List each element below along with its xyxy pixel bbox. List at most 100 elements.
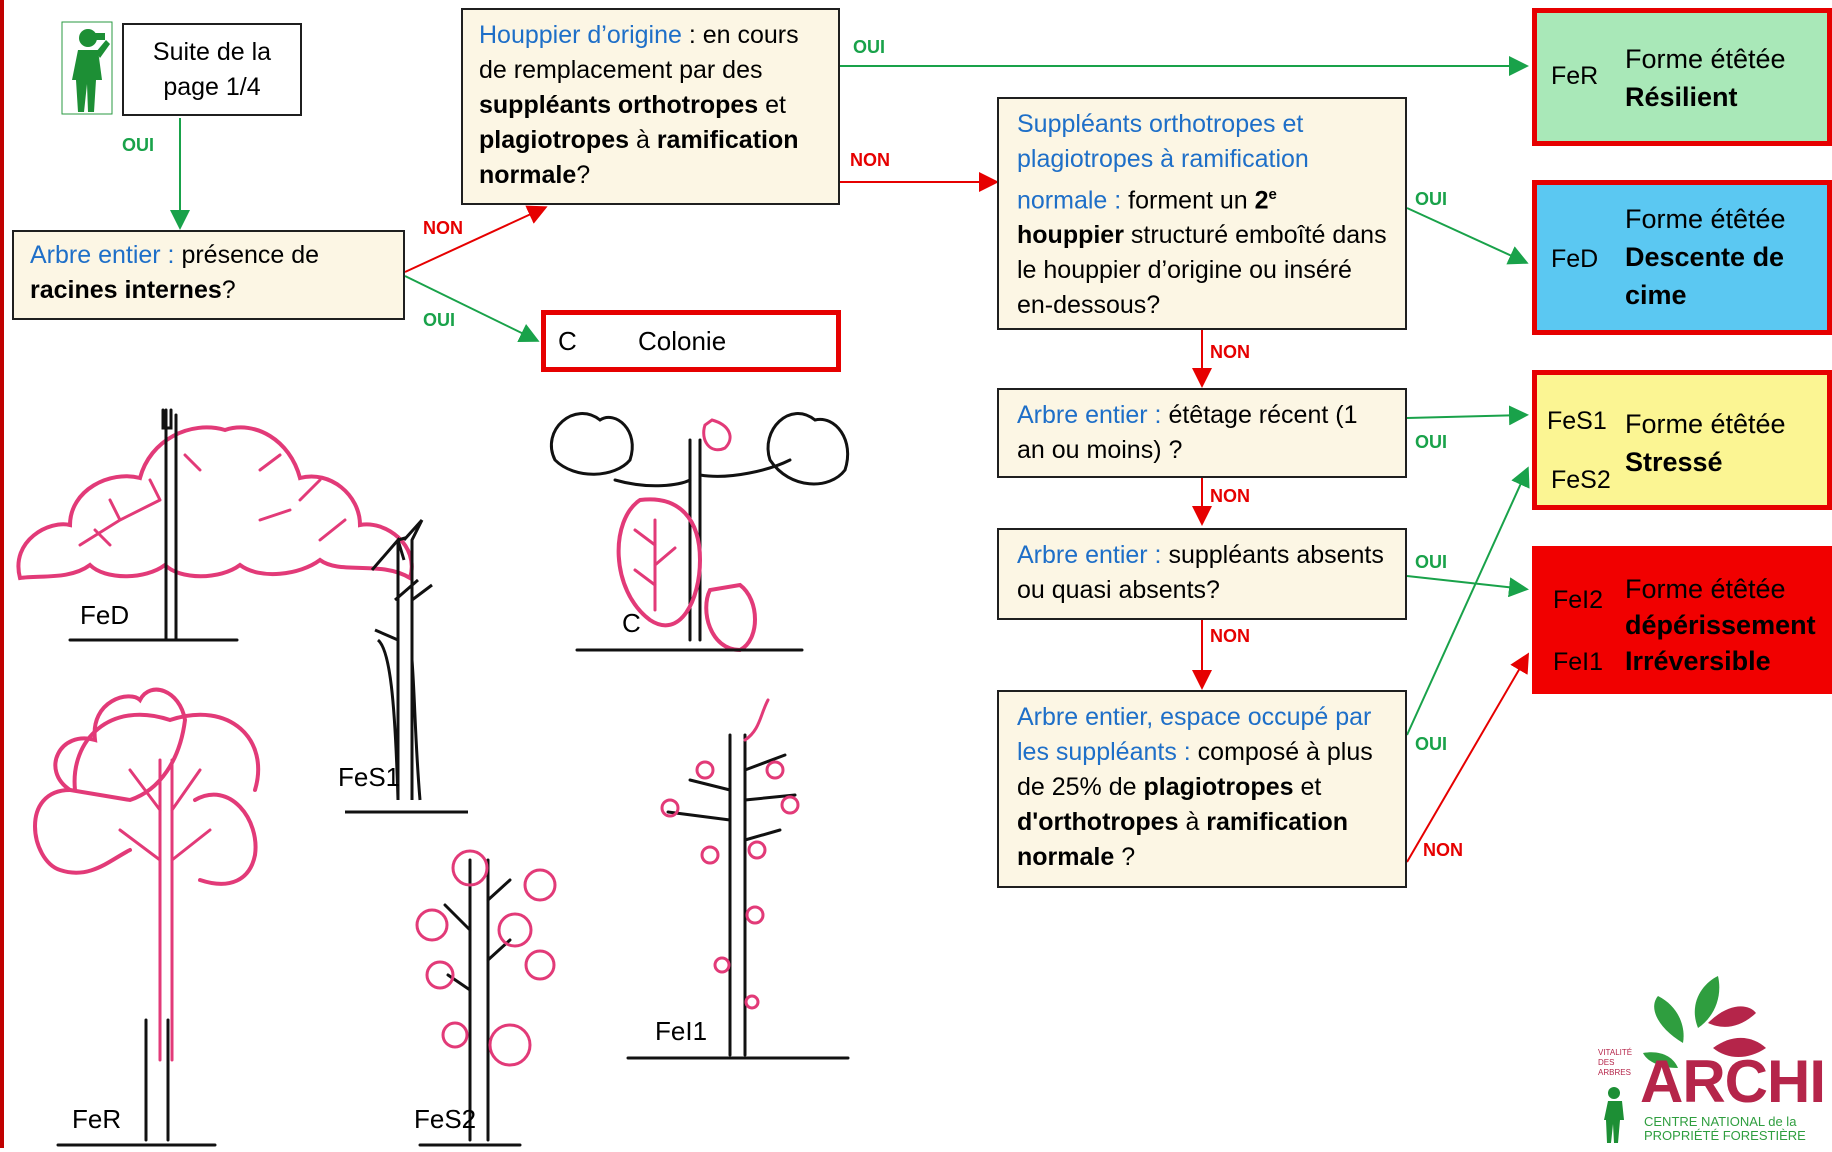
fes-code-1: FeS1 xyxy=(1547,407,1607,435)
start-box: Suite de la page 1/4 xyxy=(122,23,302,116)
q5-prefix: Arbre entier : xyxy=(1017,541,1169,569)
q3-sup: e xyxy=(1268,186,1277,203)
fer-code: FeR xyxy=(1551,62,1599,90)
logo-name: ARCHI xyxy=(1640,1048,1826,1115)
label-oui-q1: OUI xyxy=(423,310,456,330)
label-non-q2: NON xyxy=(850,150,890,170)
tree-colonie xyxy=(549,412,850,653)
label-oui-q4: OUI xyxy=(1415,432,1448,452)
tree-label-fei1: FeI1 xyxy=(655,1016,708,1046)
question-espace-occupe: Arbre entier, espace occupé par les supp… xyxy=(997,690,1407,888)
q6-bold-1: plagiotropes xyxy=(1143,773,1294,801)
arrow-q1-non xyxy=(404,205,548,273)
fei-line-1: Forme étêtée xyxy=(1625,574,1786,604)
label-non-q4: NON xyxy=(1210,486,1250,506)
q1-prefix: Arbre entier : xyxy=(30,241,182,269)
q6-text-2: et xyxy=(1293,773,1322,801)
fes-line-1: Forme étêtée xyxy=(1625,409,1786,439)
arrow-q1-oui xyxy=(404,275,540,342)
fer-line-2: Résilient xyxy=(1625,82,1738,112)
arrow-q6-non xyxy=(1406,652,1530,863)
fei-code-1: FeI2 xyxy=(1553,586,1604,614)
fes-line-2: Stressé xyxy=(1625,447,1723,477)
tree-fei1 xyxy=(626,698,850,1060)
q3-bold-1: 2 xyxy=(1254,186,1269,215)
fei-code-2: FeI1 xyxy=(1553,648,1604,676)
q1-text-2: ? xyxy=(221,276,236,304)
question-racines-internes: Arbre entier : présence de racines inter… xyxy=(12,230,405,320)
tree-fes2 xyxy=(415,849,557,1147)
tree-label-c: C xyxy=(622,608,641,638)
label-non-q3: NON xyxy=(1210,342,1250,362)
q2-text-3: à xyxy=(629,126,657,154)
q2-prefix: Houppier d’origine xyxy=(479,21,682,49)
arrow-q3-oui xyxy=(1406,207,1529,265)
q2-bold-3: ramification normale xyxy=(479,126,799,189)
q1-bold-1: racines internes xyxy=(30,276,222,304)
start-line-2: page 1/4 xyxy=(163,73,261,101)
arrow-q4-oui xyxy=(1406,405,1529,426)
q6-prefix: Arbre entier, espace occupé par les supp… xyxy=(1017,703,1372,766)
q3-text-2: structuré emboîté dans le houppier d’ori… xyxy=(1017,221,1387,320)
tree-fes1 xyxy=(345,518,468,814)
q6-text-3: à xyxy=(1178,808,1207,836)
q1-text-1: présence de xyxy=(181,241,320,269)
question-deuxieme-houppier: Suppléants orthotropes et plagiotropes à… xyxy=(997,97,1407,330)
logo-line-2: PROPRIÉTÉ FORESTIÈRE xyxy=(1644,1128,1806,1143)
label-non-q1: NON xyxy=(423,218,463,238)
q6-text-4: ? xyxy=(1114,843,1136,871)
q6-bold-2: d'orthotropes xyxy=(1017,808,1179,836)
arrow-q5-oui xyxy=(1406,575,1529,598)
archi-logo: VITALITÉ DES ARBRES ARCHI CENTRE NATIONA… xyxy=(1588,968,1826,1148)
label-oui-start: OUI xyxy=(122,135,155,155)
logo-small-text: VITALITÉ DES ARBRES xyxy=(1598,1048,1633,1077)
fed-line-1: Forme étêtée xyxy=(1625,204,1786,234)
tree-label-fer: FeR xyxy=(72,1104,122,1134)
fei-line-2: dépérissement xyxy=(1625,610,1816,640)
q2-text-2: et xyxy=(758,91,786,119)
q2-bold-1: suppléants orthotropes xyxy=(479,91,759,119)
q6-text-1: composé à plus de 25% de xyxy=(1017,738,1373,801)
fed-code: FeD xyxy=(1551,245,1599,273)
tree-label-fes2: FeS2 xyxy=(414,1104,477,1134)
colonie-code: C xyxy=(558,326,577,356)
fer-line-1: Forme étêtée xyxy=(1625,44,1786,74)
q5-text-1: suppléants absents ou quasi absents? xyxy=(1017,541,1384,604)
leaf-icon xyxy=(1604,976,1766,1143)
q2-bold-2: plagiotropes xyxy=(479,126,630,154)
q4-text-1: étêtage récent (1 an ou moins) ? xyxy=(1017,401,1358,464)
label-non-q6: NON xyxy=(1423,840,1463,860)
label-oui-q3: OUI xyxy=(1415,189,1448,209)
label-oui-q6: OUI xyxy=(1415,734,1448,754)
question-supleants-absents: Arbre entier : suppléants absents ou qua… xyxy=(997,528,1407,620)
arrow-q6-oui xyxy=(1406,466,1530,736)
result-colonie: C Colonie xyxy=(541,310,841,372)
tree-fed xyxy=(16,408,414,642)
question-etetage-recent: Arbre entier : étêtage récent (1 an ou m… xyxy=(997,388,1407,478)
tree-label-fes1: FeS1 xyxy=(338,762,401,792)
start-line-1: Suite de la xyxy=(152,38,272,66)
label-oui-q2: OUI xyxy=(853,37,886,57)
q3-text-1: forment un xyxy=(1128,186,1255,215)
tree-label-fed: FeD xyxy=(80,600,130,630)
fes-code-2: FeS2 xyxy=(1551,466,1611,494)
q6-bold-3: ramification normale xyxy=(1017,808,1348,871)
colonie-label: Colonie xyxy=(638,326,727,356)
q4-prefix: Arbre entier : xyxy=(1017,401,1169,429)
fed-line-2: Descente de xyxy=(1625,242,1785,272)
q3-bold-2: houppier xyxy=(1017,221,1124,250)
q2-text-1: : en cours de remplacement par des xyxy=(479,21,799,84)
q2-text-4: ? xyxy=(576,161,591,189)
q3-prefix: Suppléants orthotropes et plagiotropes à… xyxy=(1017,110,1309,215)
fei-line-3: Irréversible xyxy=(1625,646,1771,676)
question-houppier-origine: Houppier d’origine : en cours de remplac… xyxy=(461,8,840,205)
fed-line-3: cime xyxy=(1625,280,1687,310)
tree-fer xyxy=(33,687,261,1147)
